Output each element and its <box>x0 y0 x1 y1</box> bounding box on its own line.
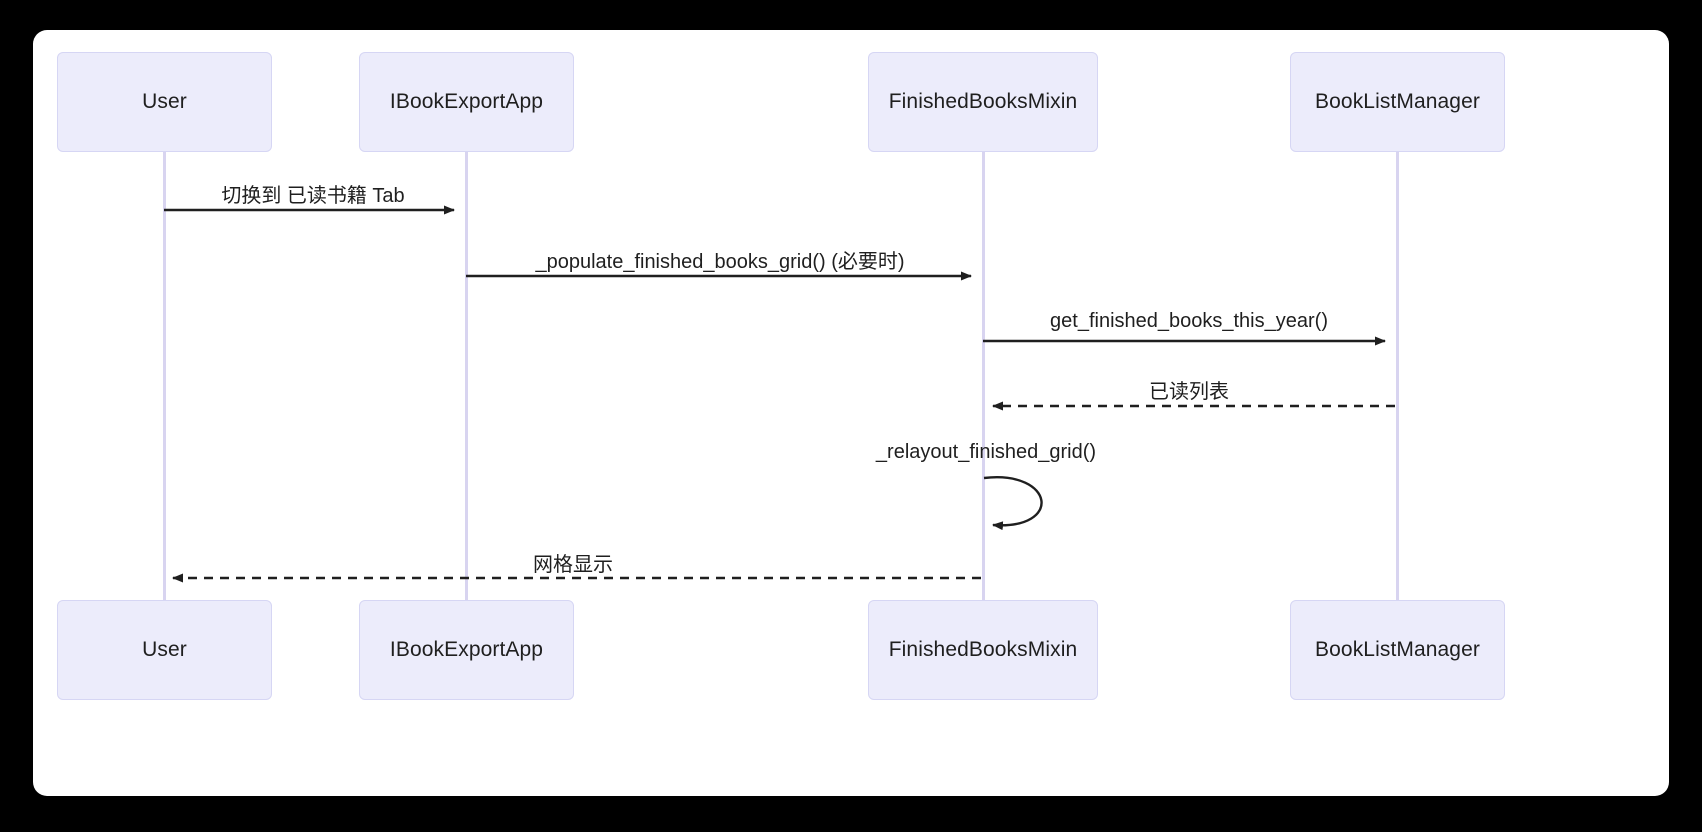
participant-box-top-booklistmanager[interactable]: BookListManager <box>1290 52 1505 152</box>
message-label-m2: _populate_finished_books_grid() (必要时) <box>535 251 905 273</box>
participant-label: IBookExportApp <box>389 90 544 113</box>
lifeline-booklistmanager <box>1396 152 1399 612</box>
participant-box-top-finishedbooksmixin[interactable]: FinishedBooksMixin <box>868 52 1098 152</box>
participant-box-bottom-finishedbooksmixin[interactable]: FinishedBooksMixin <box>868 600 1098 700</box>
participant-label: IBookExportApp <box>389 638 544 661</box>
diagram-card: User IBookExportApp FinishedBooksMixin B… <box>33 30 1669 796</box>
participant-box-bottom-user[interactable]: User <box>57 600 272 700</box>
participant-box-top-user[interactable]: User <box>57 52 272 152</box>
sequence-diagram: User IBookExportApp FinishedBooksMixin B… <box>33 30 1669 796</box>
participant-box-top-ibookexportapp[interactable]: IBookExportApp <box>359 52 574 152</box>
participant-label: User <box>142 90 187 113</box>
participant-label: FinishedBooksMixin <box>888 638 1078 661</box>
participant-box-bottom-ibookexportapp[interactable]: IBookExportApp <box>359 600 574 700</box>
message-label-m3: get_finished_books_this_year() <box>1050 310 1328 332</box>
message-label-m1: 切换到 已读书籍 Tab <box>221 185 405 207</box>
participant-label: FinishedBooksMixin <box>888 90 1078 113</box>
message-label-m5: _relayout_finished_grid() <box>875 441 1097 463</box>
lifeline-user <box>163 152 166 612</box>
participant-label: BookListManager <box>1315 638 1480 661</box>
participant-label: BookListManager <box>1315 90 1480 113</box>
participant-label: User <box>142 638 187 661</box>
message-label-m4: 已读列表 <box>1149 381 1229 403</box>
participant-box-bottom-booklistmanager[interactable]: BookListManager <box>1290 600 1505 700</box>
lifeline-finishedbooksmixin <box>982 152 985 612</box>
message-arrow-m5-self-loop <box>983 476 1043 531</box>
lifeline-ibookexportapp <box>465 152 468 612</box>
message-label-m6: 网格显示 <box>533 554 613 576</box>
